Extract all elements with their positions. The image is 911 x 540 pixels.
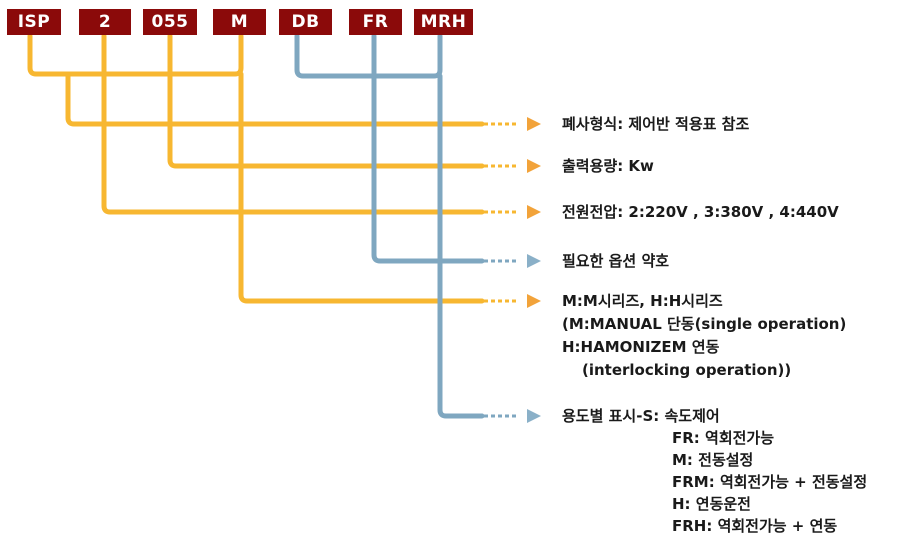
arrow-icon-type — [527, 117, 541, 131]
usage-line-1: 용도별 표시-S: 속도제어 — [562, 407, 720, 425]
arrow-icon-capacity — [527, 159, 541, 173]
series-line-2: (M:MANUAL 단동(single operation) — [562, 315, 847, 333]
code-box-capacity: 055 — [143, 9, 197, 35]
desc-series: M:M시리즈, H:H시리즈 (M:MANUAL 단동(single opera… — [562, 290, 902, 382]
usage-line-6: FRH: 역회전가능 + 연동 — [672, 517, 838, 535]
arrow-icon-options — [527, 254, 541, 268]
usage-line-5: H: 연동운전 — [672, 495, 751, 513]
arrow-icon-voltage — [527, 205, 541, 219]
orange-bracket-isp-m — [27, 33, 244, 77]
code-box-db: DB — [279, 9, 332, 35]
blue-lead-usage — [437, 73, 485, 419]
orange-lead-series — [238, 71, 485, 304]
usage-line-2: FR: 역회전가능 — [672, 429, 775, 447]
orange-lead-capacity — [167, 33, 485, 169]
series-line-1: M:M시리즈, H:H시리즈 — [562, 292, 723, 310]
code-box-isp: ISP — [7, 9, 61, 35]
desc-capacity: 출력용량: Kw — [562, 157, 654, 175]
desc-usage: 용도별 표시-S: 속도제어 FR: 역회전가능 M: 전동설정 FRM: 역회… — [562, 405, 907, 537]
code-box-fr: FR — [349, 9, 402, 35]
orange-lead-type — [65, 71, 485, 127]
arrow-icon-usage — [527, 409, 541, 423]
series-line-3: H:HAMONIZEM 연동 — [562, 338, 720, 356]
desc-voltage: 전원전압: 2:220V , 3:380V , 4:440V — [562, 203, 839, 221]
desc-type: 폐사형식: 제어반 적용표 참조 — [562, 115, 750, 133]
series-line-4: (interlocking operation)) — [582, 361, 792, 379]
orange-lead-voltage — [101, 33, 485, 215]
blue-bracket-db-mrh — [294, 33, 443, 79]
arrow-icon-series — [527, 294, 541, 308]
code-box-voltage: 2 — [79, 9, 131, 35]
desc-options: 필요한 옵션 약호 — [562, 252, 670, 270]
usage-line-3: M: 전동설정 — [672, 451, 754, 469]
code-box-series: M — [213, 9, 266, 35]
code-box-mrh: MRH — [414, 9, 473, 35]
blue-lead-options — [371, 33, 485, 264]
usage-line-4: FRM: 역회전가능 + 전동설정 — [672, 473, 868, 491]
